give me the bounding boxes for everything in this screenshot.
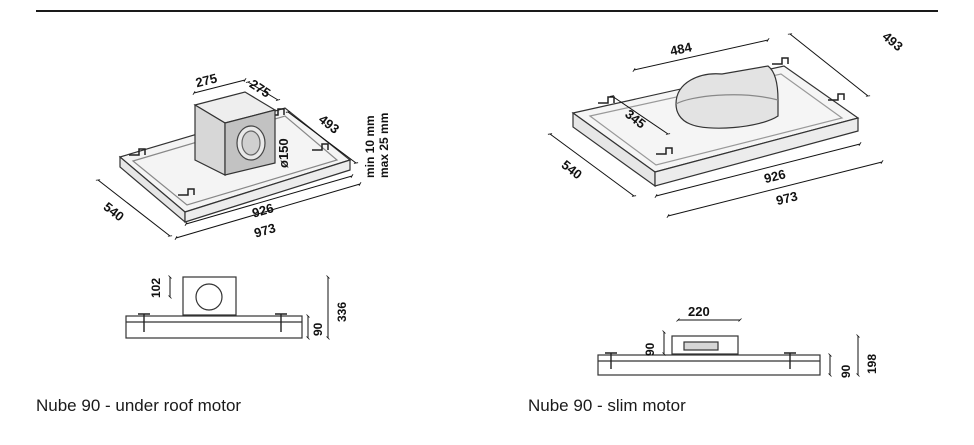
right-side-length-label: 540: [559, 157, 585, 182]
right-total-height-label: 198: [865, 354, 879, 374]
caption-under-roof-motor: Nube 90 - under roof motor: [36, 396, 242, 415]
right-iso-dimensions: [547, 33, 884, 219]
left-gap-min-label: min 10 mm: [363, 115, 377, 178]
right-outer-width-label: 973: [774, 188, 799, 208]
right-motor-width-side-label: 220: [688, 304, 710, 319]
left-duct-offset-label: 102: [149, 278, 163, 298]
left-motor-width-label: 275: [194, 70, 219, 90]
right-iso-drawing: [571, 57, 860, 188]
left-inner-width-label: 926: [250, 200, 275, 220]
left-duct-label: ø150: [276, 138, 291, 168]
left-side-length-label: 540: [101, 199, 127, 224]
left-body-height-label: 90: [311, 322, 325, 336]
left-total-height-label: 336: [335, 302, 349, 322]
left-side-body: [125, 315, 303, 339]
left-outer-width-label: 973: [252, 220, 277, 240]
right-body-height-label: 90: [839, 364, 853, 378]
right-motor-width-label: 484: [669, 39, 694, 58]
top-rule: [36, 10, 938, 12]
right-depth-label: 493: [880, 29, 906, 54]
right-side-drawing: [597, 335, 821, 376]
right-side-body: [597, 354, 821, 376]
left-side-duct: [195, 283, 223, 311]
right-slim-motor: [675, 65, 779, 129]
left-depth-label: 493: [316, 112, 342, 137]
right-motor-height-label: 90: [643, 342, 657, 356]
left-iso-drawing: [118, 91, 352, 224]
left-side-drawing: [125, 276, 303, 339]
left-gap-max-label: max 25 mm: [377, 113, 391, 178]
left-side-dimensions: [168, 275, 330, 340]
right-inner-width-label: 926: [762, 166, 787, 186]
left-iso-dimensions: [95, 77, 362, 241]
right-side-dimensions: [662, 318, 860, 377]
caption-slim-motor: Nube 90 - slim motor: [528, 396, 686, 415]
